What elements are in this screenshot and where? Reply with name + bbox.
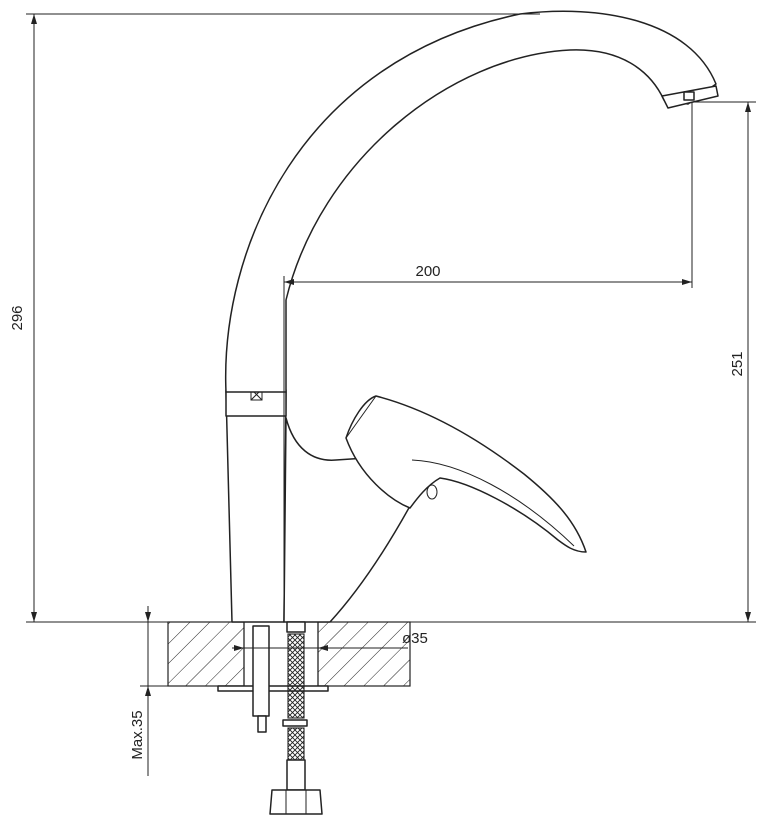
faucet-body — [225, 388, 287, 623]
dimension-spout-reach-label: 200 — [415, 263, 440, 280]
dimension-spout-reach: 200 — [283, 102, 693, 622]
dimension-max-thickness-label: Max.35 — [129, 710, 146, 759]
dimension-hole-diameter: ø35 — [232, 630, 428, 651]
dimension-spout-height-label: 251 — [729, 351, 746, 376]
dimension-spout-height: 251 — [694, 101, 756, 622]
dimension-max-thickness: Max.35 — [129, 606, 218, 776]
dimension-total-height: 296 — [9, 13, 540, 622]
dimension-hole-diameter-label: ø35 — [402, 630, 428, 647]
faucet-spout — [224, 10, 719, 393]
dimension-total-height-label: 296 — [9, 305, 26, 330]
faucet-handle — [283, 395, 587, 623]
